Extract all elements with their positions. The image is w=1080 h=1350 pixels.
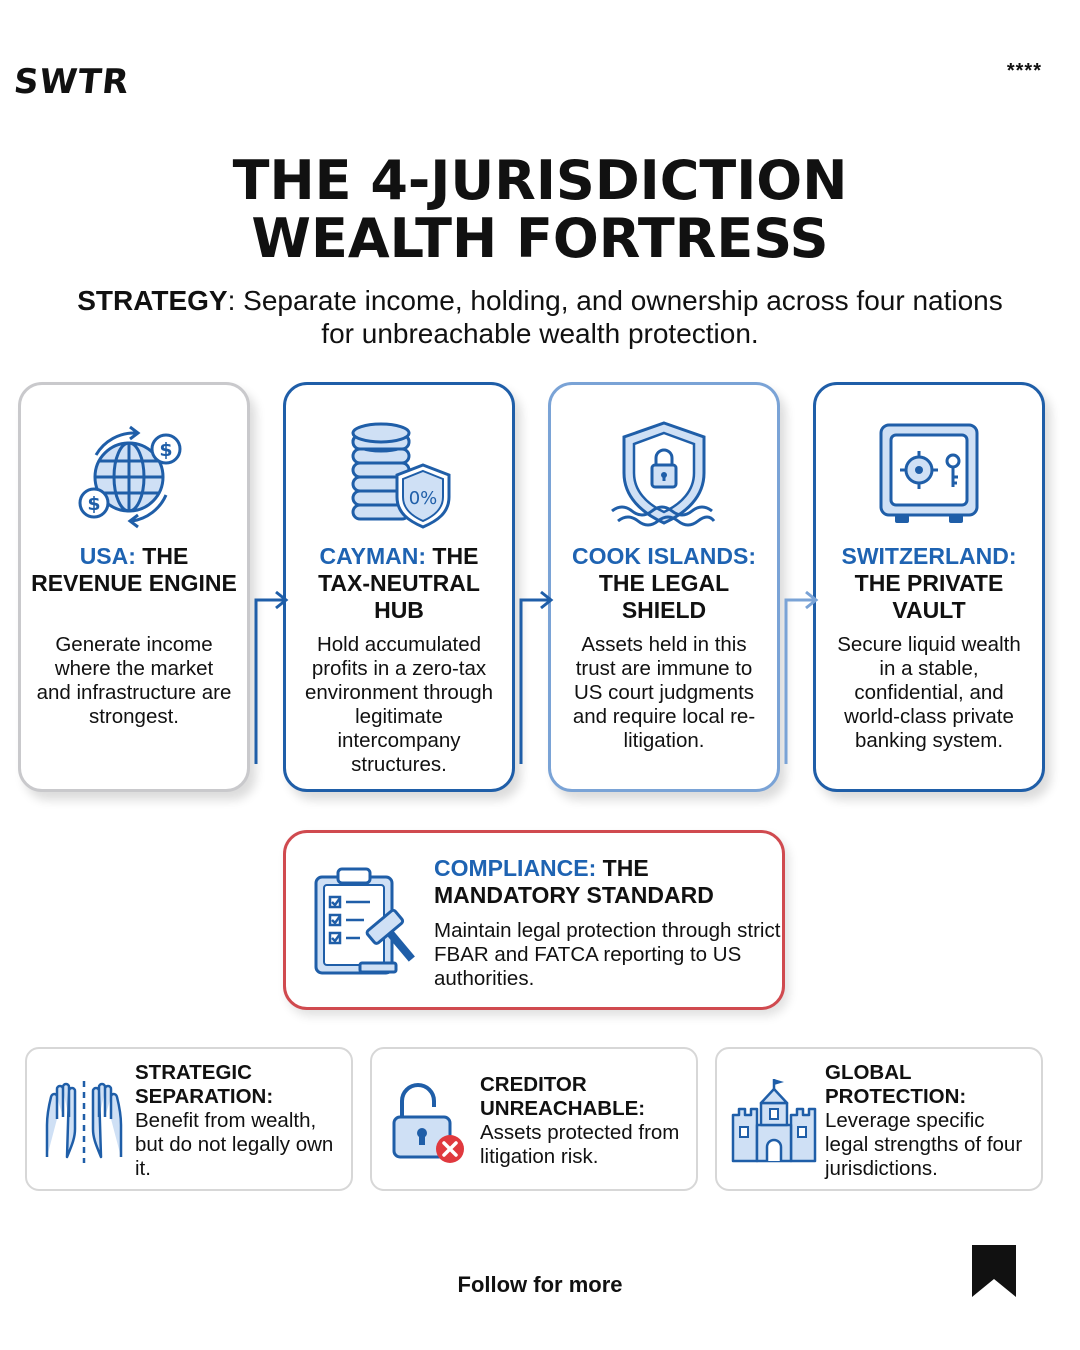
brand-logo: SWTR: [11, 62, 132, 102]
compliance-card: COMPLIANCE: THE MANDATORY STANDARD Maint…: [283, 830, 785, 1010]
compliance-body: Maintain legal protection through strict…: [434, 919, 781, 990]
card-body: Generate income where the market and inf…: [36, 633, 232, 728]
strategy-statement: STRATEGY: Separate income, holding, and …: [60, 284, 1020, 350]
feature-title: CREDITOR UNREACHABLE:: [480, 1073, 646, 1120]
feature-title: STRATEGIC SEPARATION:: [135, 1061, 274, 1108]
feature-body: Benefit from wealth, but do not legally …: [135, 1109, 334, 1180]
feature-global-protection: GLOBAL PROTECTION: Leverage specific leg…: [715, 1047, 1043, 1191]
clipboard-gavel-icon: [314, 867, 415, 975]
title-line-1: THE 4-JURISDICTION: [232, 149, 848, 212]
compliance-heading-line2: MANDATORY STANDARD: [434, 882, 714, 908]
feature-strategic-separation: STRATEGIC SEPARATION: Benefit from wealt…: [25, 1047, 353, 1191]
page-title: THE 4-JURISDICTION WEALTH FORTRESS: [0, 152, 1080, 268]
card-heading: CAYMAN: THE TAX-NEUTRAL HUB: [296, 543, 502, 624]
card-heading-accent: COOK ISLANDS:: [572, 543, 756, 569]
shield-lock-icon: [611, 421, 716, 527]
svg-text:$: $: [159, 439, 172, 461]
separated-hands-icon: [45, 1081, 123, 1163]
jurisdiction-card-cook-islands: COOK ISLANDS: THE LEGAL SHIELD Assets he…: [548, 382, 780, 792]
flow-arrow-icon: [784, 590, 819, 764]
vault-icon: [879, 423, 979, 523]
bookmark-icon[interactable]: [972, 1245, 1016, 1297]
globe-dollar-icon: $ $: [78, 425, 182, 529]
strategy-label: STRATEGY: [77, 285, 228, 316]
feature-text: CREDITOR UNREACHABLE: Assets protected f…: [480, 1073, 688, 1169]
feature-creditor-unreachable: CREDITOR UNREACHABLE: Assets protected f…: [370, 1047, 698, 1191]
feature-body: Leverage specific legal strengths of fou…: [825, 1109, 1023, 1180]
rating-stars: ****: [1006, 60, 1042, 82]
flow-arrow-icon: [519, 590, 554, 764]
card-body: Hold accumulated profits in a zero-tax e…: [304, 633, 494, 776]
follow-cta[interactable]: Follow for more: [457, 1272, 623, 1297]
title-line-2: WEALTH FORTRESS: [251, 207, 829, 270]
svg-text:0%: 0%: [409, 488, 438, 509]
strategy-text: : Separate income, holding, and ownershi…: [227, 285, 1003, 349]
card-heading-rest: THE LEGAL SHIELD: [598, 570, 730, 623]
feature-text: GLOBAL PROTECTION: Leverage specific leg…: [825, 1061, 1033, 1181]
card-body: Assets held in this trust are immune to …: [572, 633, 756, 752]
svg-text:$: $: [87, 493, 100, 515]
compliance-heading-rest: THE: [596, 855, 649, 881]
feature-body: Assets protected from litigation risk.: [480, 1121, 680, 1168]
card-heading-accent: CAYMAN:: [319, 543, 427, 569]
feature-title: GLOBAL PROTECTION:: [825, 1061, 967, 1108]
card-heading-accent: USA:: [79, 543, 136, 569]
card-heading-rest: THE TAX-NEUTRAL HUB: [318, 543, 480, 623]
jurisdiction-card-usa: $ $ USA: THE REVENUE ENGINE Generate inc…: [18, 382, 250, 792]
coins-shield-icon: 0%: [351, 422, 451, 529]
flow-arrow-icon: [254, 590, 289, 764]
compliance-heading: COMPLIANCE: THE MANDATORY STANDARD: [434, 855, 714, 909]
compliance-heading-accent: COMPLIANCE:: [434, 855, 597, 881]
card-body: Secure liquid wealth in a stable, confid…: [837, 633, 1021, 752]
card-heading: COOK ISLANDS: THE LEGAL SHIELD: [561, 543, 767, 624]
card-heading-rest: THE REVENUE ENGINE: [31, 543, 237, 596]
unlocked-padlock-x-icon: [392, 1083, 464, 1163]
card-heading: USA: THE REVENUE ENGINE: [31, 543, 237, 597]
card-heading-rest: THE PRIVATE VAULT: [854, 570, 1004, 623]
castle-icon: [731, 1079, 817, 1163]
jurisdiction-card-cayman: 0% CAYMAN: THE TAX-NEUTRAL HUB Hold accu…: [283, 382, 515, 792]
jurisdiction-card-switzerland: SWITZERLAND: THE PRIVATE VAULT Secure li…: [813, 382, 1045, 792]
card-heading-accent: SWITZERLAND:: [841, 543, 1017, 569]
feature-text: STRATEGIC SEPARATION: Benefit from wealt…: [135, 1061, 343, 1181]
card-heading: SWITZERLAND: THE PRIVATE VAULT: [826, 543, 1032, 624]
